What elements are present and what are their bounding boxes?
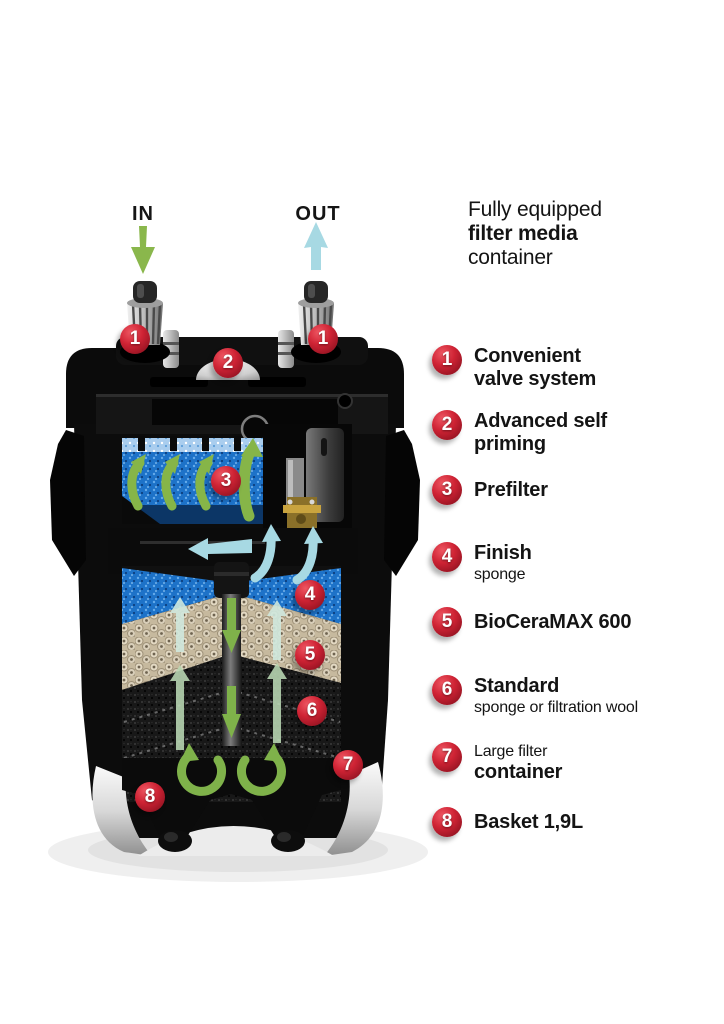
list-item-standard-sponge: 6 Standard sponge or filtration wool (432, 675, 638, 717)
pump-flow-arrows (188, 524, 323, 585)
item-5-line-1: BioCeraMAX 600 (474, 610, 632, 633)
list-item-bioceramax: 5 BioCeraMAX 600 (432, 607, 631, 637)
pump-head (96, 377, 388, 444)
list-badge-3: 3 (432, 475, 462, 505)
item-1-line-2: valve system (474, 368, 597, 390)
media-up-arrows (170, 597, 287, 750)
item-1-line-1: Convenient (474, 345, 581, 367)
prefilter-flow-arrows (127, 438, 263, 522)
item-7-line-1: Large filter (474, 743, 548, 760)
list-badge-4: 4 (432, 542, 462, 572)
in-arrow-icon (131, 226, 155, 274)
diagram-badge-basket: 8 (135, 782, 165, 812)
pump-assembly (263, 424, 352, 530)
out-arrow-icon (304, 222, 328, 270)
intake-tube (214, 562, 249, 746)
item-6-line-2: sponge or filtration wool (474, 699, 638, 716)
list-badge-8: 8 (432, 807, 462, 837)
item-6-line-1: Standard (474, 675, 560, 697)
item-4-line-2: sponge (474, 566, 526, 583)
item-3-line-1: Prefilter (474, 478, 548, 501)
list-item-basket: 8 Basket 1,9L (432, 807, 583, 837)
list-item-finish-sponge: 4 Finish sponge (432, 542, 532, 584)
title-line-1: Fully equipped (468, 198, 602, 221)
diagram-badge-inlet-valve: 1 (120, 324, 150, 354)
diagram-badge-standard-sponge: 6 (297, 696, 327, 726)
list-item-self-priming: 2 Advanced self priming (432, 410, 607, 456)
flow-labels: IN OUT (131, 203, 340, 274)
tube-down-arrows (222, 598, 241, 738)
list-item-large-container: 7 Large filter container (432, 742, 562, 784)
item-4-line-1: Finish (474, 542, 532, 564)
list-badge-2: 2 (432, 410, 462, 440)
canister-base (92, 758, 383, 856)
diagram-badge-finish-sponge: 4 (295, 580, 325, 610)
item-2-line-2: priming (474, 433, 546, 455)
diagram-badge-outlet-valve: 1 (308, 324, 338, 354)
list-badge-5: 5 (432, 607, 462, 637)
list-item-prefilter: 3 Prefilter (432, 475, 548, 505)
diagram-badge-bioceramax: 5 (295, 640, 325, 670)
list-badge-7: 7 (432, 742, 462, 772)
out-label: OUT (295, 203, 340, 225)
in-label: IN (132, 203, 154, 225)
diagram-badge-container: 7 (333, 750, 363, 780)
page-title: Fully equipped filter media container (468, 198, 602, 270)
list-badge-1: 1 (432, 345, 462, 375)
item-2-line-1: Advanced self (474, 410, 608, 432)
diagram-badge-prefilter: 3 (211, 466, 241, 496)
diagram-badge-priming-dome: 2 (213, 348, 243, 378)
list-badge-6: 6 (432, 675, 462, 705)
title-line-3: container (468, 246, 553, 269)
prefilter-chamber (122, 436, 263, 524)
finish-sponge-layer (122, 568, 341, 624)
bottom-flow-loops (177, 743, 286, 796)
item-7-line-2: container (474, 761, 563, 783)
title-line-2: filter media (468, 222, 578, 245)
lid-clips (163, 330, 294, 368)
list-item-valve-system: 1 Convenient valve system (432, 345, 596, 391)
item-8-line-1: Basket 1,9L (474, 810, 583, 833)
